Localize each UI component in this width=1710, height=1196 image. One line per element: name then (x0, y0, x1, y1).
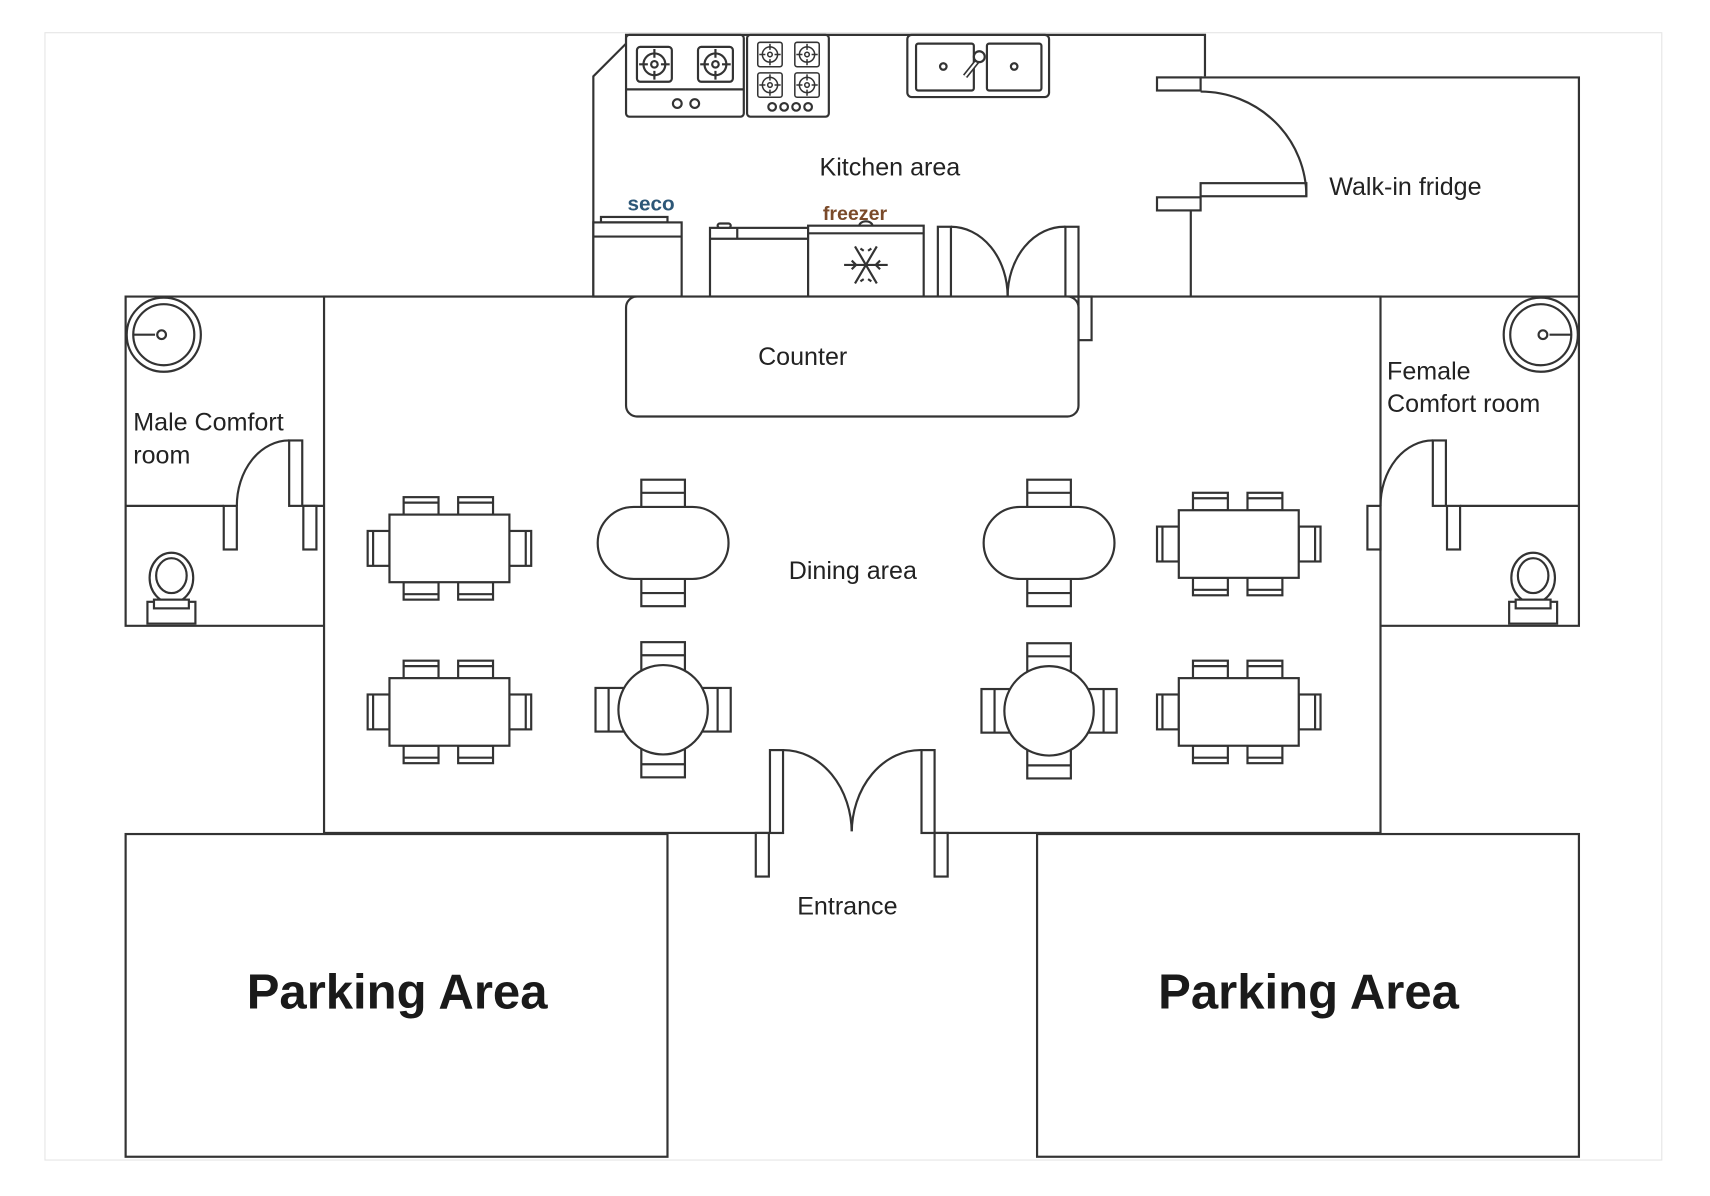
kitchen-label: Kitchen area (820, 154, 961, 182)
walk-in-fridge-label: Walk-in fridge (1329, 173, 1481, 201)
double-sink (906, 33, 1051, 99)
male-comfort-label: Male Comfort room (133, 409, 290, 470)
entrance-double-door (754, 748, 949, 878)
parking-right-label: Parking Area (1158, 965, 1459, 1019)
kitchen-counter-unit (708, 222, 810, 298)
stove-2-burner (624, 33, 745, 118)
toilet-icon (1508, 551, 1559, 625)
dining-label: Dining area (789, 557, 917, 585)
female-comfort-label: Female Comfort room (1387, 357, 1540, 418)
parking-area-left (124, 832, 669, 1158)
counter (624, 295, 1080, 418)
kitchen-room: seco freezer Kitchen area (592, 33, 1207, 342)
freezer-label: freezer (823, 203, 888, 225)
snowflake-icon (844, 245, 888, 285)
counter-label: Counter (758, 343, 847, 371)
walk-in-fridge-room: Walk-in fridge (1155, 76, 1581, 297)
sink-icon (1502, 296, 1579, 373)
stove-4-burner (745, 33, 830, 118)
female-comfort-room: Female Comfort room (1366, 295, 1581, 627)
sink-icon (125, 296, 202, 373)
parking-area-right (1035, 832, 1581, 1158)
seco-appliance: seco (592, 192, 683, 298)
male-comfort-room: Male Comfort room (124, 295, 325, 627)
seco-label: seco (628, 192, 675, 215)
freezer: freezer (807, 203, 925, 298)
toilet-icon (146, 551, 197, 625)
page-border (44, 32, 1663, 1161)
parking-left-label: Parking Area (247, 965, 548, 1019)
entrance-label: Entrance (797, 893, 897, 921)
